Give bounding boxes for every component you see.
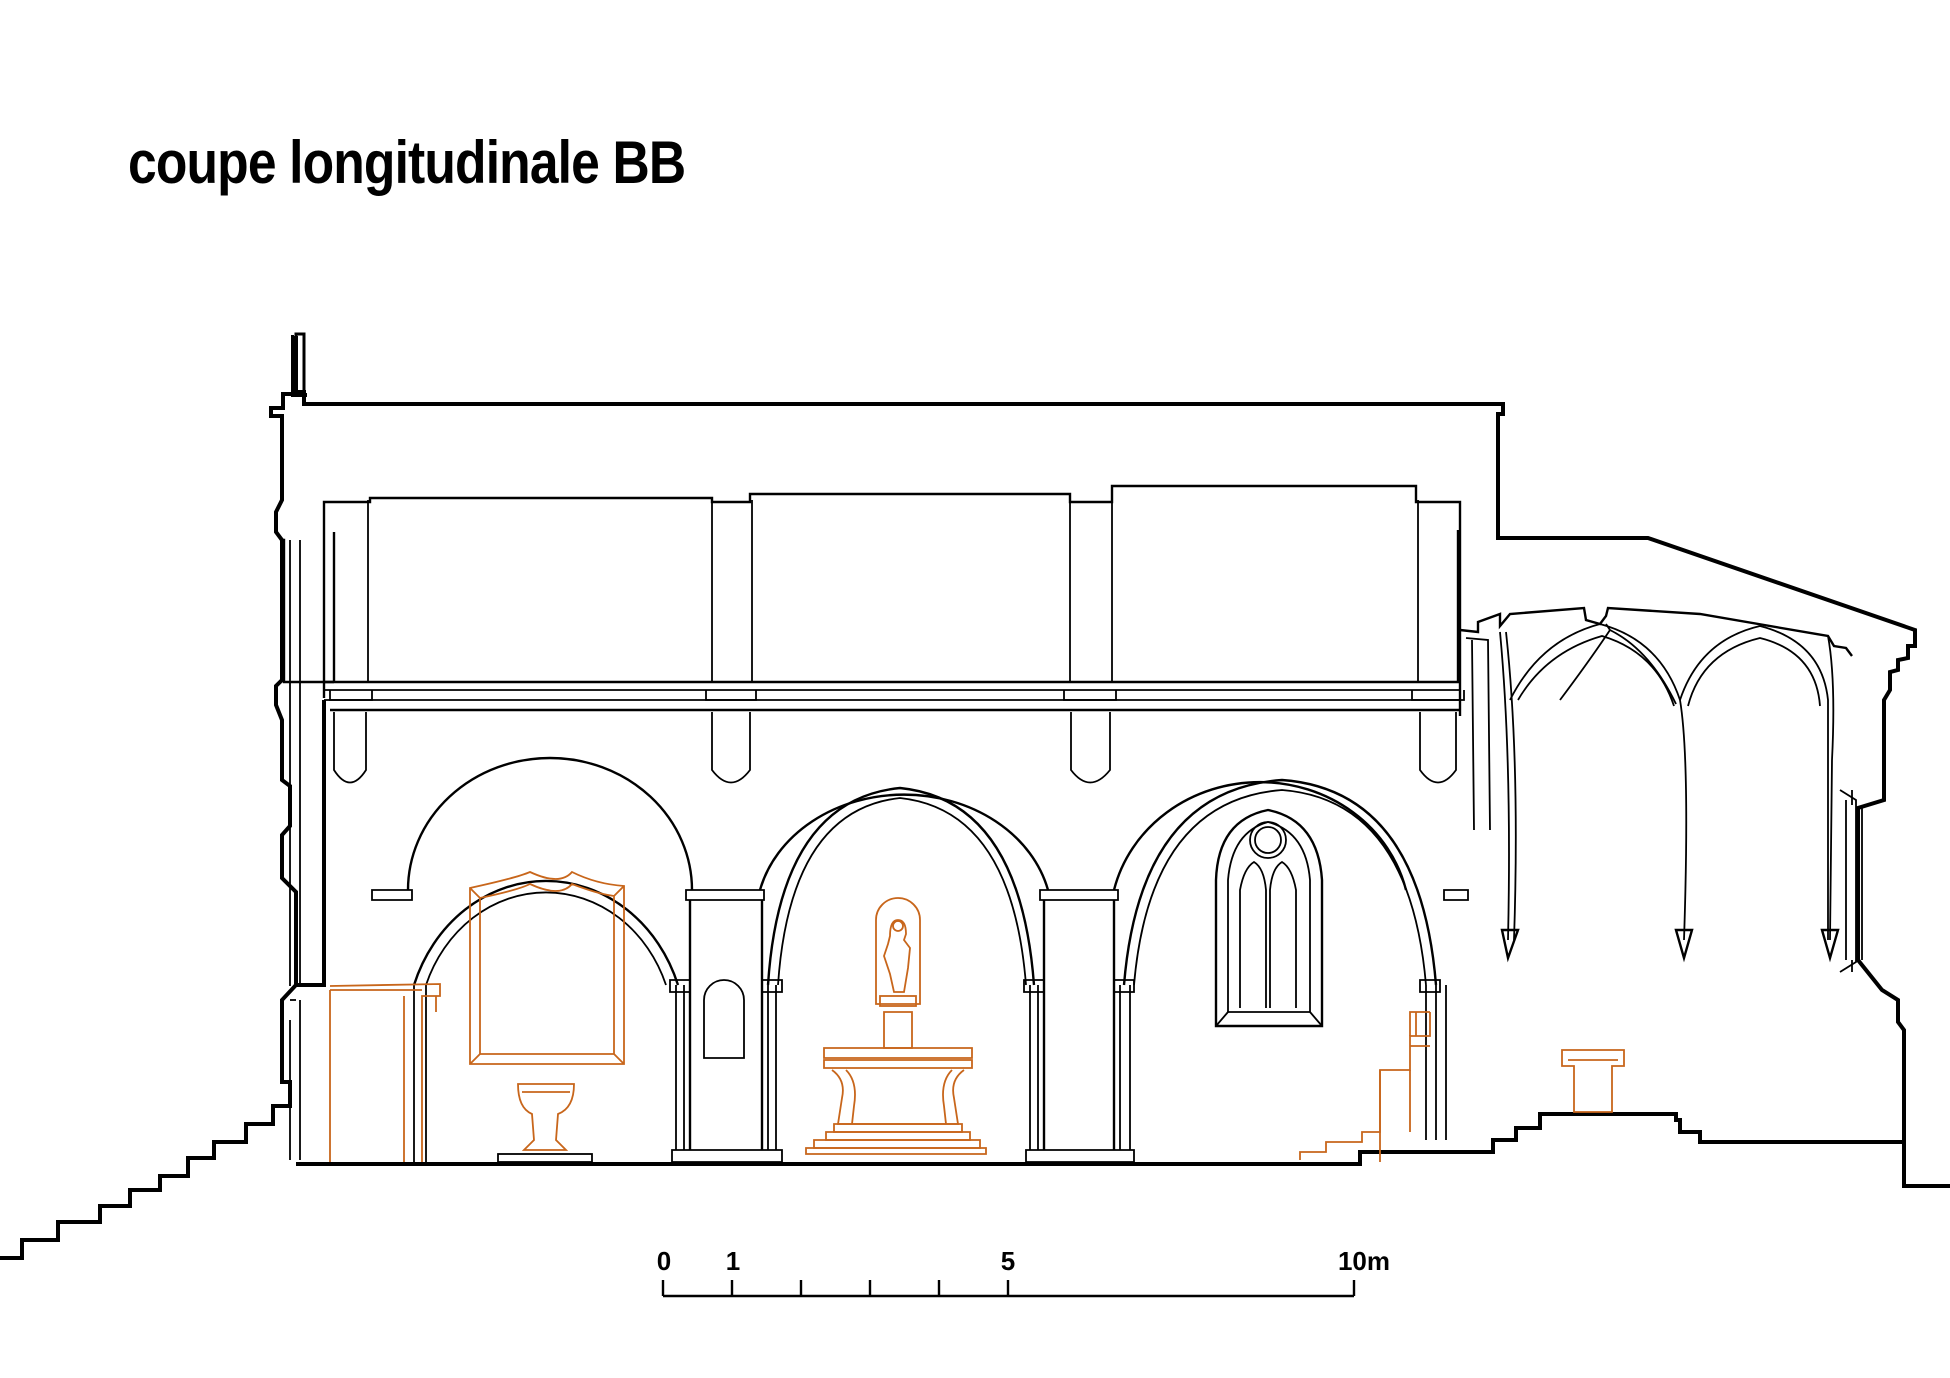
furniture <box>329 870 1625 1163</box>
drawing-title: coupe longitudinale BB <box>128 129 686 196</box>
scale-label-1: 1 <box>726 1246 740 1276</box>
chancel-vault <box>1459 606 1863 973</box>
scale-bar: 0 1 5 10m <box>657 1246 1390 1298</box>
scale-label-10m: 10m <box>1338 1246 1390 1276</box>
gothic-window <box>1214 808 1324 1028</box>
building-outline <box>0 332 1950 1260</box>
nave-upper-structure <box>322 484 1465 784</box>
left-wall <box>282 538 334 1160</box>
scale-label-5: 5 <box>1001 1246 1015 1276</box>
nave-arcade <box>371 756 1469 1163</box>
scale-label-0: 0 <box>657 1246 671 1276</box>
